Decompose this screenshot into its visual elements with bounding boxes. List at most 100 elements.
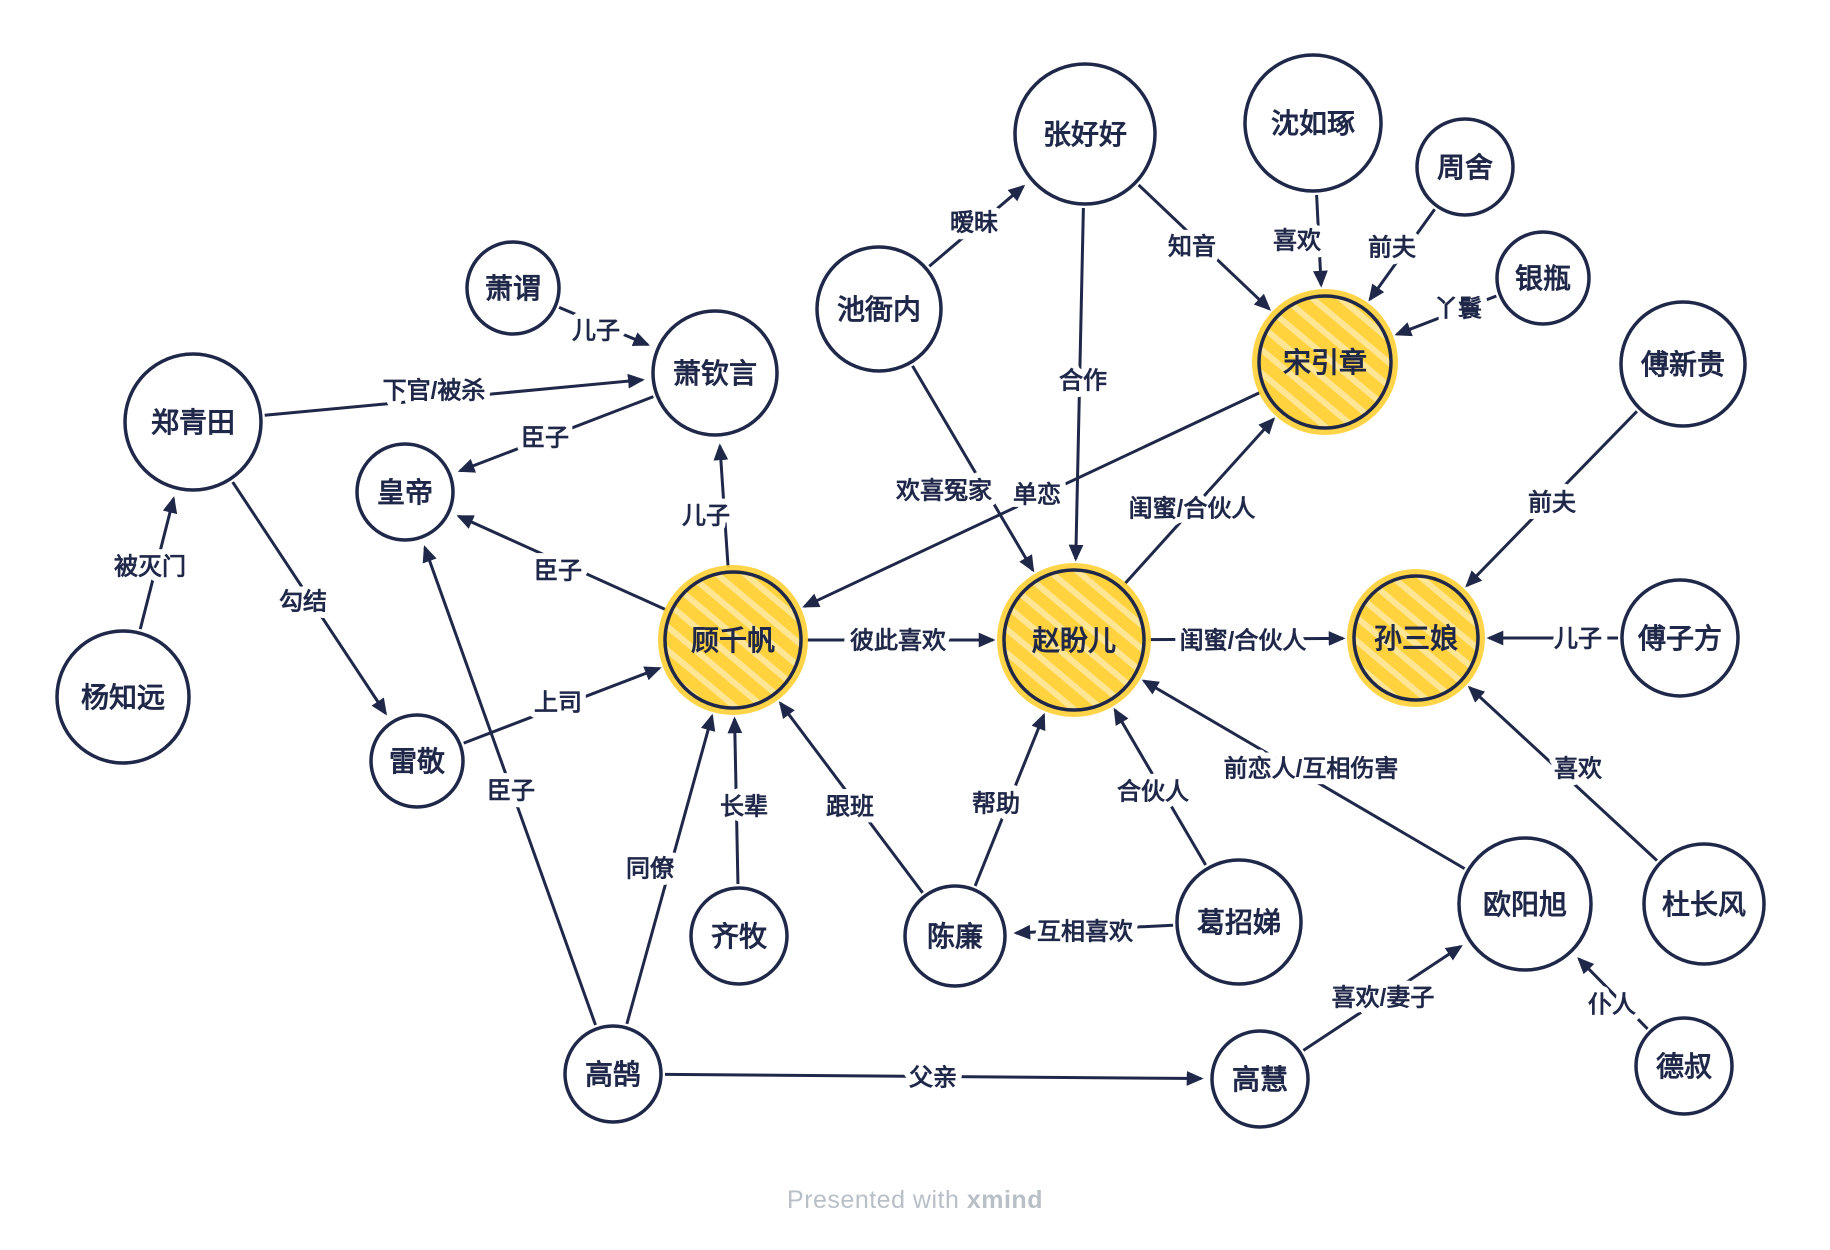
node-zhang-haohao[interactable]: 张好好	[1013, 62, 1157, 206]
node-circle[interactable]	[1013, 62, 1157, 206]
node-circle[interactable]	[815, 245, 943, 373]
node-zhou-she[interactable]: 周舍	[1415, 117, 1515, 217]
edge-label-gao-hu--gu-qianfan: 同僚	[626, 854, 675, 882]
edge-song-yinzhang--gu-qianfan	[802, 390, 1263, 608]
node-yin-ping[interactable]: 银瓶	[1495, 230, 1591, 326]
edge-label-gu-qianfan--huangdi: 臣子	[534, 557, 582, 584]
node-qi-mu[interactable]: 齐牧	[689, 886, 789, 986]
node-circle[interactable]	[1210, 1029, 1310, 1129]
node-shen-ruzhuo[interactable]: 沈如琢	[1243, 53, 1383, 193]
node-circle[interactable]	[1002, 568, 1146, 712]
edge-label-ge-zhaodi--zhao-paner: 合伙人	[1117, 777, 1189, 805]
node-label: 池衙内	[837, 293, 921, 325]
edge-chi-yanei--zhao-paner	[911, 365, 1035, 573]
edge-lei-jing--gu-qianfan	[463, 666, 662, 745]
node-xiao-qinyan[interactable]: 萧钦言	[651, 309, 779, 437]
edge-gu-qianfan--xiao-qinyan	[713, 443, 730, 569]
node-circle[interactable]	[1619, 300, 1747, 428]
node-label: 高鹄	[585, 1058, 641, 1090]
node-huangdi[interactable]: 皇帝	[355, 442, 455, 542]
edge-yin-ping--song-yinzhang	[1394, 294, 1497, 337]
node-label: 雷敬	[389, 746, 446, 777]
watermark-brand: xmind	[966, 1186, 1043, 1214]
edge-fu-xingui--sun-sanniang	[1465, 410, 1639, 588]
node-label: 葛招娣	[1197, 907, 1281, 938]
node-circle[interactable]	[55, 629, 191, 765]
edge-label-gao-hui--ouyang-xu: 喜欢/妻子	[1332, 983, 1435, 1011]
node-song-yinzhang[interactable]: 宋引章	[1252, 289, 1398, 435]
node-zheng-qingtian[interactable]: 郑青田	[123, 352, 263, 492]
edge-label-gu-qianfan--zhao-paner: 彼此喜欢	[850, 626, 947, 654]
node-label: 高慧	[1232, 1064, 1288, 1095]
edge-label-fu-xingui--sun-sanniang: 前夫	[1528, 488, 1577, 516]
edge-label-de-shu--ouyang-xu: 仆人	[1588, 991, 1636, 1018]
node-yang-zhiyuan[interactable]: 杨知远	[55, 629, 191, 765]
edge-ge-zhaodi--chen-lian	[1013, 923, 1174, 940]
node-label: 银瓶	[1515, 263, 1571, 294]
node-circle[interactable]	[123, 352, 263, 492]
node-label: 萧钦言	[673, 358, 757, 389]
edge-label-zheng-qingtian--lei-jing: 勾结	[279, 588, 327, 615]
node-fu-zifang[interactable]: 傅子方	[1620, 578, 1740, 698]
node-sun-sanniang[interactable]: 孙三娘	[1347, 569, 1485, 707]
edge-label-gao-hu--gao-hui: 父亲	[909, 1063, 957, 1091]
node-fu-xingui[interactable]: 傅新贵	[1619, 300, 1747, 428]
node-label: 德叔	[1656, 1051, 1713, 1082]
node-lei-jing[interactable]: 雷敬	[369, 713, 465, 809]
node-gao-hu[interactable]: 高鹄	[563, 1024, 663, 1124]
edge-zhao-paner--sun-sanniang	[1147, 631, 1346, 646]
node-circle[interactable]	[1620, 578, 1740, 698]
node-label: 萧谓	[485, 273, 541, 304]
node-circle[interactable]	[1243, 53, 1383, 193]
node-du-changfeng[interactable]: 杜长风	[1642, 842, 1766, 966]
edges-layer: 儿子下官/被杀臣子暧昧知音喜欢前夫丫鬟合作欢喜冤家单恋闺蜜/合伙人儿子臣子彼此喜…	[108, 183, 1659, 1097]
node-ge-zhaodi[interactable]: 葛招娣	[1175, 858, 1303, 986]
node-circle[interactable]	[465, 240, 561, 336]
edge-xiao-qinyan--huangdi	[457, 395, 654, 473]
node-circle[interactable]	[355, 442, 455, 542]
edge-label-song-yinzhang--gu-qianfan: 单恋	[1013, 480, 1061, 508]
node-circle[interactable]	[663, 570, 803, 710]
edge-zhao-paner--song-yinzhang	[1122, 417, 1276, 587]
edge-label-chi-yanei--zhao-paner: 欢喜冤家	[895, 476, 992, 504]
node-label: 杜长风	[1662, 889, 1746, 920]
node-chi-yanei[interactable]: 池衙内	[815, 245, 943, 373]
node-circle[interactable]	[689, 886, 789, 986]
edge-label-ge-zhaodi--chen-lian: 互相喜欢	[1037, 917, 1134, 945]
edge-chen-lian--gu-qianfan	[778, 701, 924, 894]
edge-du-changfeng--sun-sanniang	[1467, 685, 1659, 862]
edge-label-zhou-she--song-yinzhang: 前夫	[1368, 233, 1417, 261]
node-circle[interactable]	[563, 1024, 663, 1124]
edge-chen-lian--zhao-paner	[973, 712, 1046, 887]
edge-label-lei-jing--gu-qianfan: 上司	[534, 689, 582, 716]
node-circle[interactable]	[1257, 294, 1393, 430]
node-circle[interactable]	[1457, 836, 1593, 972]
node-label: 宋引章	[1283, 346, 1367, 378]
node-circle[interactable]	[1634, 1016, 1734, 1116]
node-xiao-wei[interactable]: 萧谓	[465, 240, 561, 336]
node-gu-qianfan[interactable]: 顾千帆	[658, 565, 808, 715]
node-circle[interactable]	[651, 309, 779, 437]
node-circle[interactable]	[1415, 117, 1515, 217]
node-circle[interactable]	[1495, 230, 1591, 326]
node-circle[interactable]	[369, 713, 465, 809]
edge-label-zhao-paner--song-yinzhang: 闺蜜/合伙人	[1129, 494, 1256, 522]
edge-label-xiao-wei--xiao-qinyan: 儿子	[572, 317, 620, 344]
node-label: 赵盼儿	[1031, 625, 1116, 656]
node-ouyang-xu[interactable]: 欧阳旭	[1457, 836, 1593, 972]
edge-label-du-changfeng--sun-sanniang: 喜欢	[1554, 754, 1603, 782]
node-gao-hui[interactable]: 高慧	[1210, 1029, 1310, 1129]
node-label: 顾千帆	[691, 625, 775, 656]
node-circle[interactable]	[903, 884, 1007, 988]
node-circle[interactable]	[1352, 574, 1480, 702]
node-de-shu[interactable]: 德叔	[1634, 1016, 1734, 1116]
edge-ouyang-xu--zhao-paner	[1141, 679, 1466, 870]
node-chen-lian[interactable]: 陈廉	[903, 884, 1007, 988]
node-label: 沈如琢	[1271, 108, 1355, 139]
node-circle[interactable]	[1175, 858, 1303, 986]
edge-label-zhang-haohao--song-yinzhang: 知音	[1168, 232, 1216, 260]
node-zhao-paner[interactable]: 赵盼儿	[997, 563, 1151, 717]
node-circle[interactable]	[1642, 842, 1766, 966]
